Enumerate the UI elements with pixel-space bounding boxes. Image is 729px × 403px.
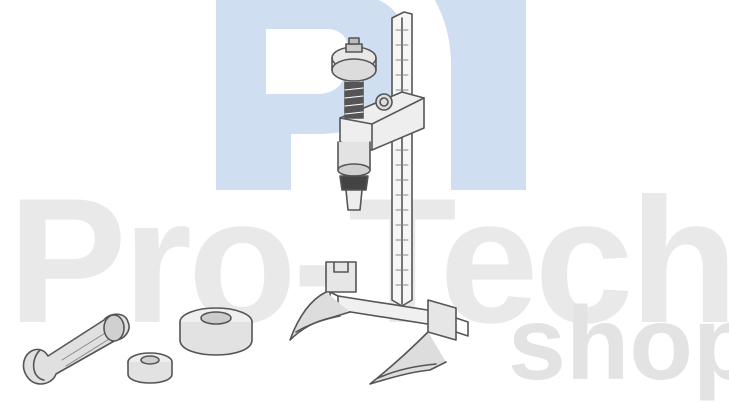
watermark-shop-text: shop (508, 286, 729, 402)
puller-frame (391, 11, 413, 307)
forcing-screw (331, 37, 377, 211)
crossbar (329, 291, 441, 327)
claw-jaw-left (289, 261, 357, 341)
spacer-large (179, 307, 253, 356)
adapter-pin (22, 313, 130, 385)
claw-jaw-right (369, 299, 469, 385)
spacer-small (127, 352, 173, 384)
